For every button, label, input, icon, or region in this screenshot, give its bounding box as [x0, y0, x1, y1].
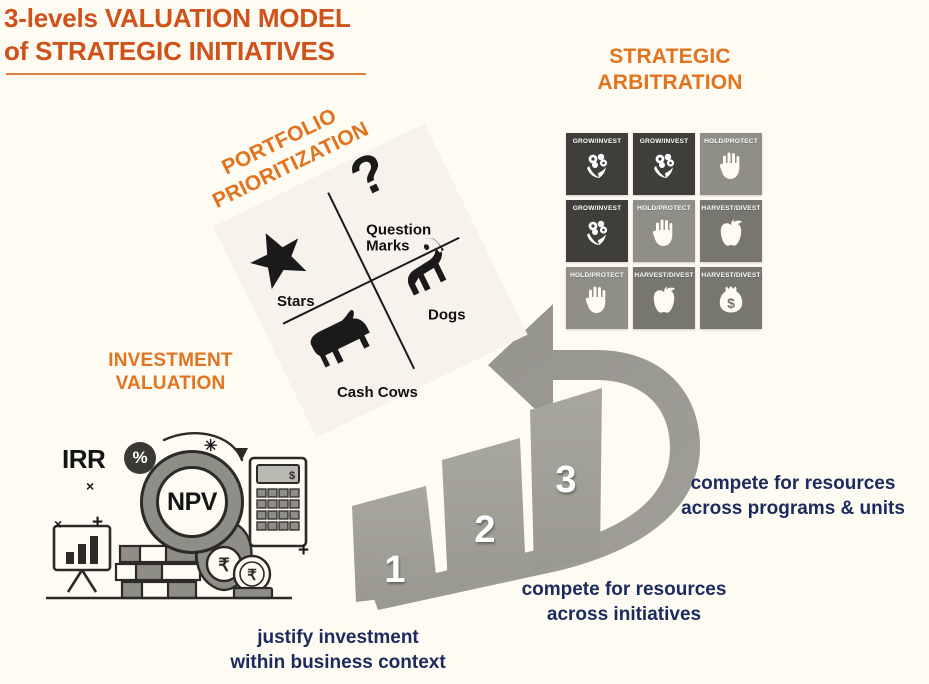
hand-icon — [647, 215, 681, 249]
arbitration-tile[interactable]: HOLD/PROTECT — [700, 133, 762, 195]
arbitration-tile[interactable]: GROW/INVEST — [566, 133, 628, 195]
coin-icon: ₹ — [232, 554, 274, 600]
caption-level-3-line2: across programs & units — [681, 497, 905, 519]
svg-text:?: ? — [341, 141, 397, 209]
caption-level-2-line2: across initiatives — [546, 603, 702, 625]
flower-icon — [580, 215, 614, 249]
arbitration-tile[interactable]: GROW/INVEST — [566, 200, 628, 262]
bcg-quadrant-cash-cows: Cash Cows — [265, 281, 421, 437]
heading-arbitration-line2: ARBITRATION — [597, 70, 743, 94]
bcg-quadrant-question-marks: ? Question Marks — [319, 123, 475, 279]
multiply-symbol: × — [86, 478, 95, 494]
title-divider — [6, 73, 366, 75]
caption-level-2-line1: compete for resources — [521, 579, 727, 600]
flower-icon — [580, 148, 614, 182]
hand-icon — [714, 148, 748, 182]
svg-text:$: $ — [727, 295, 735, 311]
step-block-3 — [530, 388, 602, 570]
caption-level-1-line1: justify investment — [257, 627, 419, 648]
caption-level-2: compete for resources across initiatives — [490, 578, 758, 627]
strategic-arbitration-grid: GROW/INVEST GROW/INVEST — [566, 133, 762, 329]
arbitration-tile-label: GROW/INVEST — [639, 138, 689, 145]
arbitration-tile-label: GROW/INVEST — [572, 138, 622, 145]
percent-badge-icon: % — [124, 442, 156, 474]
plus-symbol: + — [298, 540, 310, 561]
page-title-line1: 3-levels VALUATION MODEL — [4, 3, 351, 33]
heading-investment-line1: INVESTMENT — [108, 350, 233, 371]
svg-text:₹: ₹ — [247, 567, 257, 584]
arrow-head-top — [234, 448, 248, 460]
caption-level-3: compete for resources across programs & … — [660, 472, 926, 521]
arbitration-tile[interactable]: HARVEST/DIVEST — [700, 200, 762, 262]
npv-ring: NPV — [140, 450, 244, 554]
arbitration-tile-label: GROW/INVEST — [572, 205, 622, 212]
heading-investment-valuation: INVESTMENT VALUATION — [58, 349, 283, 395]
three-level-staircase: 1 2 3 — [330, 300, 760, 630]
arbitration-tile[interactable]: HOLD/PROTECT — [633, 200, 695, 262]
arbitration-tile-label: HARVEST/DIVEST — [701, 205, 761, 212]
arbitration-tile[interactable]: GROW/INVEST — [633, 133, 695, 195]
calculator-icon: $ — [248, 456, 308, 548]
heading-investment-line2: VALUATION — [115, 373, 226, 395]
arbitration-tile-label: HOLD/PROTECT — [637, 205, 691, 212]
caption-level-1: justify investment within business conte… — [178, 626, 498, 675]
page-title: 3-levels VALUATION MODEL of STRATEGIC IN… — [4, 2, 424, 68]
investment-valuation-illustration: IRR % $ — [36, 418, 316, 610]
irr-label: IRR — [62, 444, 106, 474]
bcg-label-cash-cows: Cash Cows — [336, 384, 418, 402]
heading-arbitration-line1: STRATEGIC — [609, 45, 731, 68]
bcg-quadrant-dogs: Dogs — [371, 229, 527, 385]
svg-text:₹: ₹ — [218, 555, 230, 575]
npv-label: NPV — [156, 466, 228, 538]
step-number-1: 1 — [384, 549, 406, 591]
multiply-symbol: × — [54, 516, 63, 532]
cow-icon — [296, 301, 384, 381]
step-number-2: 2 — [474, 509, 496, 551]
flower-icon — [647, 148, 681, 182]
hand-icon — [580, 282, 614, 316]
bcg-label-stars: Stars — [277, 293, 315, 311]
apple-icon — [647, 282, 681, 316]
svg-text:$: $ — [289, 470, 295, 482]
money-bag-icon: $ — [714, 282, 748, 316]
step-number-3: 3 — [555, 459, 577, 501]
bcg-quadrant-stars: Stars — [213, 175, 369, 331]
arbitration-tile[interactable]: HARVEST/DIVEST — [633, 267, 695, 329]
dog-icon — [381, 224, 464, 307]
bcg-label-dogs: Dogs — [428, 306, 466, 324]
arbitration-tile[interactable]: HOLD/PROTECT — [566, 267, 628, 329]
caption-level-1-line2: within business context — [230, 651, 446, 673]
caption-level-3-line1: compete for resources — [690, 473, 896, 494]
heading-strategic-arbitration: STRATEGIC ARBITRATION — [560, 44, 780, 95]
cash-stack-icon — [114, 544, 202, 600]
arbitration-tile-label: HARVEST/DIVEST — [701, 272, 761, 279]
page-title-line2: of STRATEGIC INITIATIVES — [4, 35, 335, 66]
arbitration-tile-label: HARVEST/DIVEST — [634, 272, 694, 279]
arbitration-tile-label: HOLD/PROTECT — [704, 138, 758, 145]
arbitration-tile[interactable]: HARVEST/DIVEST $ — [700, 267, 762, 329]
bcg-matrix-card: Stars ? Question Marks Cash Cows Dogs — [213, 123, 528, 438]
swoosh-arrow — [370, 304, 700, 610]
step-block-2 — [442, 438, 526, 588]
staircase-graphic — [352, 304, 700, 610]
step-block-1 — [352, 486, 438, 602]
bar-chart-icon — [52, 524, 112, 593]
arbitration-tile-label: HOLD/PROTECT — [570, 272, 624, 279]
plus-symbol: + — [92, 512, 104, 533]
star-icon — [237, 218, 315, 296]
apple-icon — [714, 215, 748, 249]
sparkle-symbol: ✳ — [204, 438, 218, 455]
investment-icons-graphic: $ — [46, 432, 308, 600]
